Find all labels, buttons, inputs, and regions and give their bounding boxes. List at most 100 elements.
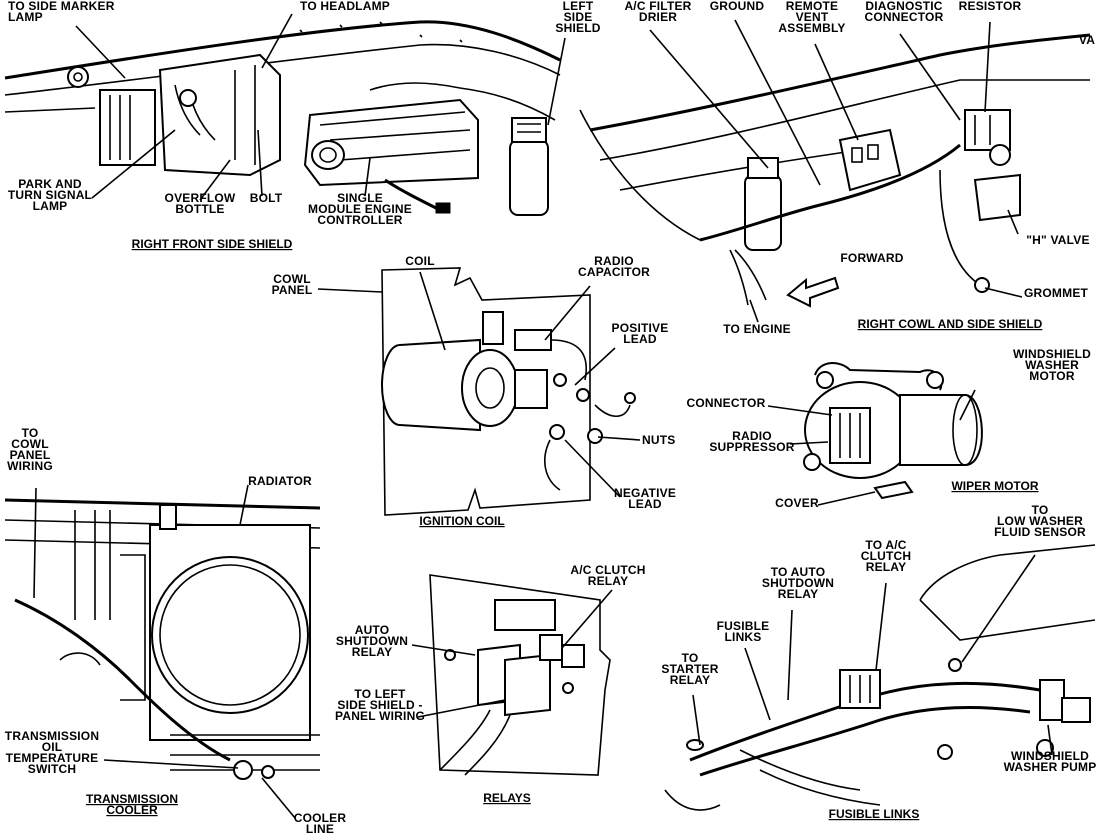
grommet-line-1: GROMMET bbox=[1024, 286, 1089, 300]
overflow-bottle-line-2: BOTTLE bbox=[175, 202, 224, 216]
to-starter-relay-line-1: TO bbox=[682, 651, 699, 665]
to-headlamp-label: TO HEADLAMP bbox=[300, 0, 390, 13]
radio-capacitor-line-2: CAPACITOR bbox=[578, 265, 650, 279]
to-left-side-shield-panel-wiring-line-2: SIDE SHIELD - bbox=[337, 698, 422, 712]
to-ac-clutch-relay-line-3: RELAY bbox=[866, 560, 907, 574]
transmission-cooler-line-2: COOLER bbox=[106, 803, 158, 817]
to-low-washer-fluid-sensor-line-2: LOW WASHER bbox=[997, 514, 1083, 528]
grommet-label: GROMMET bbox=[1024, 286, 1089, 300]
fusible-links-caption: FUSIBLE LINKS bbox=[829, 807, 920, 821]
diagnostic-connector-line-2: CONNECTOR bbox=[865, 10, 944, 24]
to-cowl-panel-wiring-line-1: TO bbox=[22, 426, 39, 440]
bolt-line-1: BOLT bbox=[250, 191, 283, 205]
resistor-label: RESISTOR bbox=[959, 0, 1022, 13]
windshield-washer-motor-line-1: WINDSHIELD bbox=[1013, 347, 1091, 361]
fusible-links-line-1: FUSIBLE LINKS bbox=[829, 807, 920, 821]
fusible-links-illustration bbox=[664, 544, 1096, 811]
single-module-engine-controller-line-1: SINGLE bbox=[337, 191, 383, 205]
forward-label: FORWARD bbox=[840, 251, 903, 265]
bolt-label: BOLT bbox=[250, 191, 283, 205]
to-auto-shutdown-relay-line-1: TO AUTO bbox=[771, 565, 826, 579]
transmission-cooler-line-1: TRANSMISSION bbox=[86, 792, 178, 806]
to-engine-line-1: TO ENGINE bbox=[723, 322, 791, 336]
radio-capacitor-line-1: RADIO bbox=[594, 254, 634, 268]
left-side-shield-line-1: LEFT bbox=[563, 0, 594, 13]
wiper-motor-caption: WIPER MOTOR bbox=[951, 479, 1038, 493]
h-valve-line-1: "H" VALVE bbox=[1026, 233, 1089, 247]
cover-label: COVER bbox=[775, 496, 819, 510]
right-cowl-and-side-shield-caption: RIGHT COWL AND SIDE SHIELD bbox=[858, 317, 1043, 331]
radio-suppressor-line-1: RADIO bbox=[732, 429, 772, 443]
positive-lead-line-2: LEAD bbox=[623, 332, 657, 346]
right-cowl-side-shield-illustration bbox=[579, 33, 1091, 308]
transmission-oil-temperature-switch-line-4: SWITCH bbox=[28, 762, 77, 776]
negative-lead-line-1: NEGATIVE bbox=[614, 486, 676, 500]
remote-vent-assembly-line-3: ASSEMBLY bbox=[778, 21, 845, 35]
panel-captions: RIGHT FRONT SIDE SHIELD RIGHT COWL AND SI… bbox=[86, 237, 1043, 821]
fusible-links-label-line-2: LINKS bbox=[725, 630, 762, 644]
to-left-side-shield-panel-wiring-line-1: TO LEFT bbox=[354, 687, 406, 701]
to-starter-relay-line-3: RELAY bbox=[670, 673, 711, 687]
single-module-engine-controller-line-2: MODULE ENGINE bbox=[308, 202, 412, 216]
right-front-side-shield-illustration bbox=[4, 20, 561, 216]
single-module-engine-controller-line-3: CONTROLLER bbox=[317, 213, 402, 227]
leader-lines bbox=[33, 13, 1053, 819]
cowl-panel-line-2: PANEL bbox=[272, 283, 313, 297]
connector-label: CONNECTOR bbox=[687, 396, 766, 410]
park-turn-signal-lamp-line-1: PARK AND bbox=[18, 177, 82, 191]
radiator-label: RADIATOR bbox=[248, 474, 312, 488]
to-ac-clutch-relay-line-1: TO A/C bbox=[865, 538, 906, 552]
ignition-coil-illustration bbox=[381, 267, 636, 516]
right-front-side-shield-line-1: RIGHT FRONT SIDE SHIELD bbox=[132, 237, 293, 251]
cowl-panel-line-1: COWL bbox=[273, 272, 310, 286]
to-cowl-panel-wiring-line-4: WIRING bbox=[7, 459, 53, 473]
transmission-oil-temperature-switch-line-3: TEMPERATURE bbox=[6, 751, 99, 765]
ignition-coil-caption: IGNITION COIL bbox=[419, 514, 504, 528]
left-side-shield-line-2: SIDE bbox=[564, 10, 593, 24]
negative-lead-line-2: LEAD bbox=[628, 497, 662, 511]
to-headlamp-line-1: TO HEADLAMP bbox=[300, 0, 390, 13]
coil-label: COIL bbox=[405, 254, 434, 268]
wiper-motor-illustration bbox=[803, 362, 983, 500]
ac-filter-drier-line-1: A/C FILTER bbox=[624, 0, 691, 13]
ac-clutch-relay-line-1: A/C CLUTCH bbox=[570, 563, 645, 577]
radiator-line-1: RADIATOR bbox=[248, 474, 312, 488]
transmission-oil-temperature-switch-line-2: OIL bbox=[42, 740, 63, 754]
radio-suppressor-line-2: SUPPRESSOR bbox=[709, 440, 794, 454]
positive-lead-line-1: POSITIVE bbox=[612, 321, 669, 335]
ground-line-1: GROUND bbox=[710, 0, 765, 13]
right-front-side-shield-caption: RIGHT FRONT SIDE SHIELD bbox=[132, 237, 293, 251]
va-fragment-label: VA bbox=[1079, 33, 1095, 47]
relays-illustration bbox=[429, 574, 611, 776]
to-low-washer-fluid-sensor-line-3: FLUID SENSOR bbox=[994, 525, 1086, 539]
to-cowl-panel-wiring-line-3: PANEL bbox=[10, 448, 51, 462]
to-side-marker-lamp-line-2: LAMP bbox=[8, 10, 43, 24]
ac-filter-drier-line-2: DRIER bbox=[639, 10, 677, 24]
transmission-cooler-illustration bbox=[4, 498, 321, 780]
ignition-coil-line-1: IGNITION COIL bbox=[419, 514, 504, 528]
windshield-washer-pump-line-1: WINDSHIELD bbox=[1011, 749, 1089, 763]
relays-line-1: RELAYS bbox=[483, 791, 531, 805]
